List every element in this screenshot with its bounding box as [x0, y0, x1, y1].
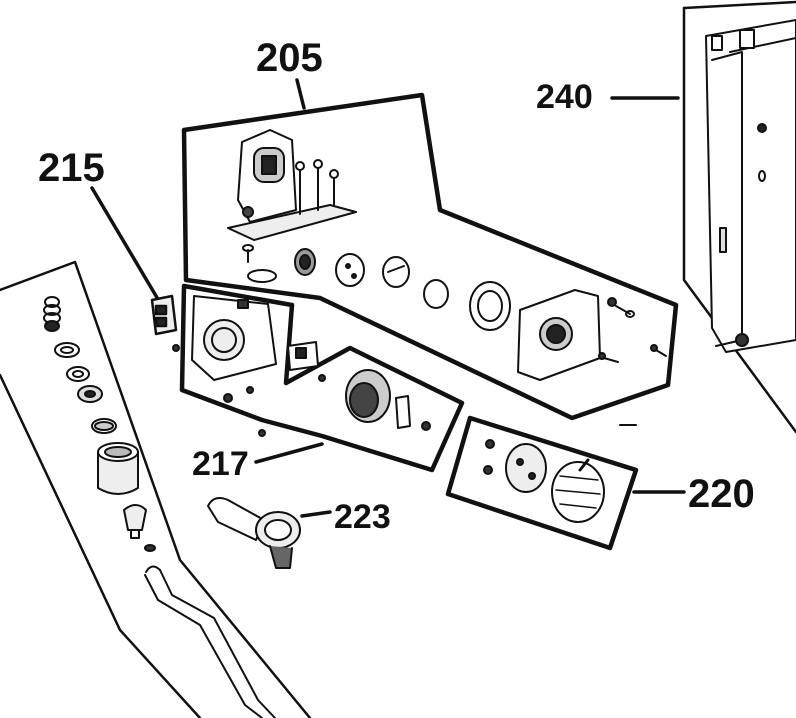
water-pipe	[144, 565, 276, 718]
group-215	[90, 186, 178, 336]
callout-217: 217	[192, 445, 249, 483]
callout-223: 223	[334, 498, 391, 536]
callout-205: 205	[256, 36, 323, 80]
callout-215: 215	[38, 146, 105, 190]
callout-220: 220	[688, 472, 755, 516]
group-220-parts	[483, 439, 686, 523]
group-223	[207, 497, 332, 569]
left-valve-stack	[43, 296, 156, 552]
group-240-panel	[610, 0, 796, 434]
leader-217	[254, 442, 324, 464]
leader-205	[295, 78, 306, 110]
group-217-outline	[179, 283, 465, 473]
group-205-outline	[181, 92, 679, 421]
group-217-parts	[172, 295, 431, 437]
group-205-parts	[227, 129, 667, 426]
callout-240: 240	[536, 78, 593, 116]
group-220-outline	[445, 415, 639, 551]
left-chassis-frame	[0, 260, 312, 718]
